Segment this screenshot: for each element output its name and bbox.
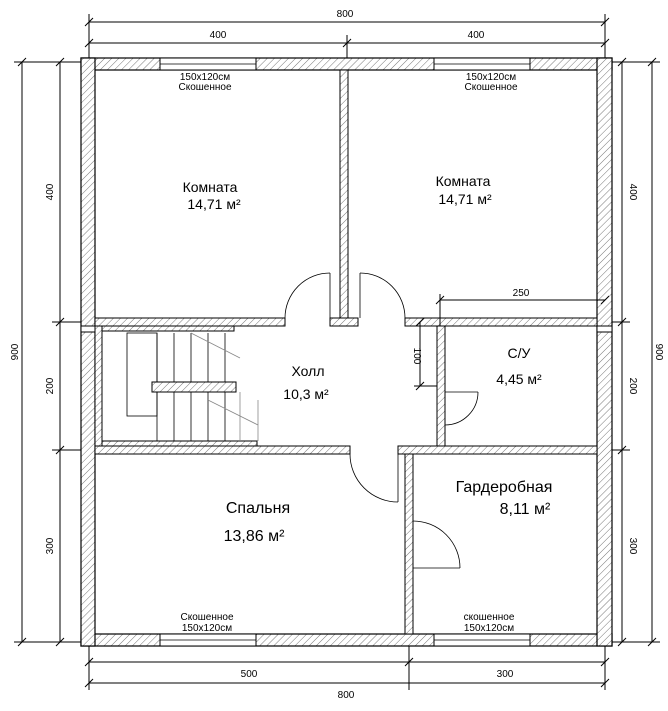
room-name: С/У xyxy=(508,345,531,361)
dim-left-bottom: 300 xyxy=(45,537,56,554)
room-name: Комната xyxy=(183,179,238,195)
room-bedroom: Спальня 13,86 м² Скошенное 150x120см xyxy=(180,500,290,634)
doors xyxy=(284,272,479,569)
room-top-left: 150x120см Скошенное Комната 14,71 м² xyxy=(178,72,240,212)
dim-right-mid: 200 xyxy=(627,378,638,395)
room-name: Спальня xyxy=(226,500,290,517)
room-area: 8,11 м² xyxy=(500,501,551,518)
dimension-top: 800 400 400 xyxy=(84,9,610,58)
dim-bath-width: 250 xyxy=(513,288,530,299)
room-area: 14,71 м² xyxy=(187,196,241,212)
dim-bottom-total: 800 xyxy=(338,690,355,701)
room-area: 13,86 м² xyxy=(224,528,285,545)
window-note-label: Скошенное xyxy=(464,82,517,93)
room-area: 14,71 м² xyxy=(438,191,492,207)
windows xyxy=(80,57,613,647)
dimension-hall-niche: 100 xyxy=(411,317,437,391)
window-note-label: скошенное xyxy=(464,612,515,623)
room-area: 4,45 м² xyxy=(496,371,542,387)
dim-bottom-left: 500 xyxy=(241,669,258,680)
dim-top-left: 400 xyxy=(210,30,227,41)
room-wardrobe: Гардеробная 8,11 м² скошенное 150x120см xyxy=(456,479,553,634)
room-bath: С/У 4,45 м² xyxy=(496,345,542,387)
dim-right-bottom: 300 xyxy=(627,538,638,555)
room-hall: Холл 10,3 м² xyxy=(283,363,329,402)
interior-walls xyxy=(94,69,598,635)
window-note-label: Скошенное xyxy=(180,612,233,623)
window-size-label: 150x120см xyxy=(464,623,514,634)
room-name: Комната xyxy=(436,173,491,189)
dim-hall-niche: 100 xyxy=(411,348,422,365)
room-name: Холл xyxy=(292,363,325,379)
dim-left-mid: 200 xyxy=(45,377,56,394)
room-area: 10,3 м² xyxy=(283,386,329,402)
window-size-label: 150x120см xyxy=(182,623,232,634)
dim-top-right: 400 xyxy=(468,30,485,41)
dim-right-total: 900 xyxy=(653,344,664,361)
dim-top-total: 800 xyxy=(337,9,354,20)
dim-right-top: 400 xyxy=(627,184,638,201)
dim-left-top: 400 xyxy=(45,183,56,200)
dim-bottom-right: 300 xyxy=(497,669,514,680)
dimension-bottom: 500 300 800 xyxy=(84,646,610,701)
room-name: Гардеробная xyxy=(456,479,553,496)
dim-left-total: 900 xyxy=(10,343,21,360)
window-size-label: 150x120см xyxy=(180,72,230,83)
room-top-right: 150x120см Скошенное Комната 14,71 м² xyxy=(436,72,518,207)
window-note-label: Скошенное xyxy=(178,82,231,93)
dimension-bath-width: 250 xyxy=(435,288,610,326)
dimension-left: 900 400 200 300 xyxy=(10,57,81,647)
window-size-label: 150x120см xyxy=(466,72,516,83)
dimension-right: 400 200 300 900 xyxy=(612,57,664,647)
stairs xyxy=(126,332,259,441)
